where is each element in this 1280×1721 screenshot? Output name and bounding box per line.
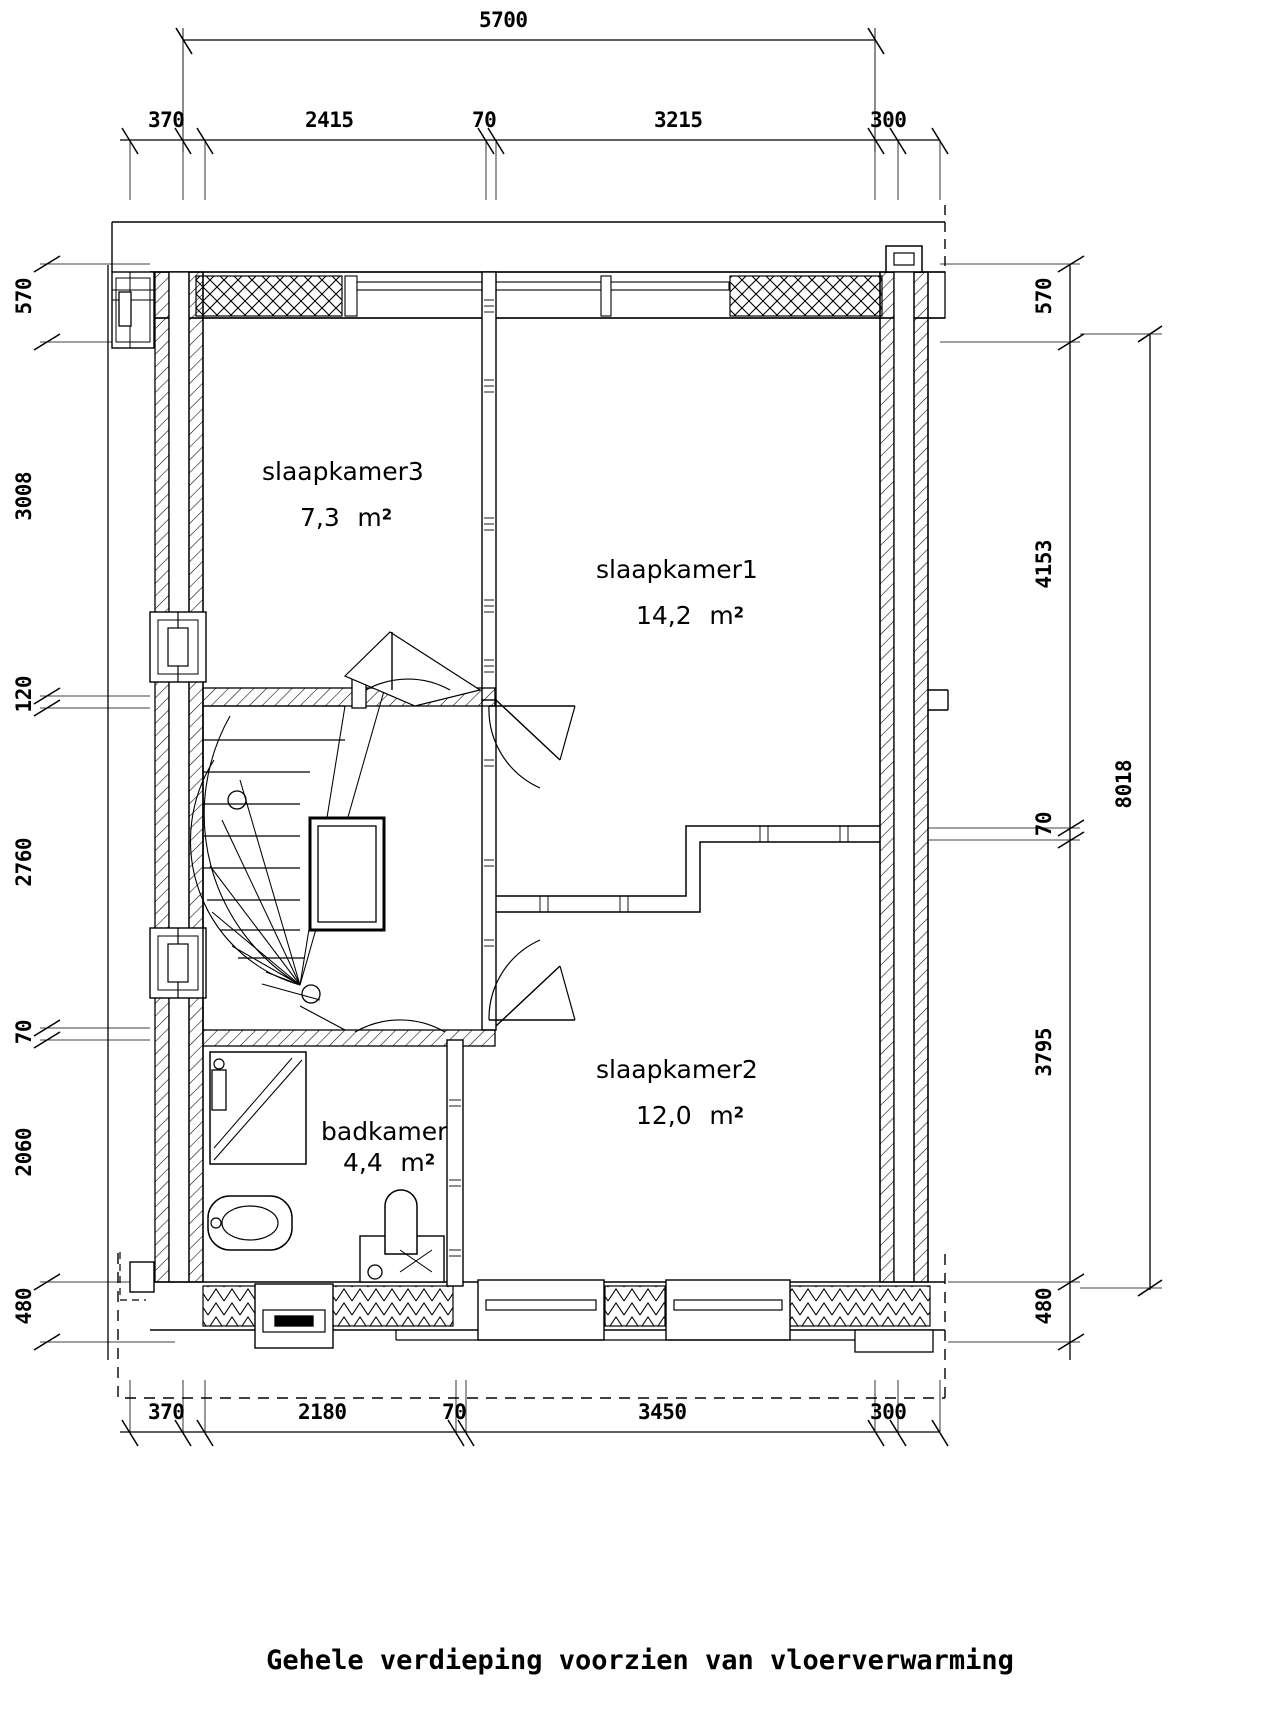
dimension-top-1: 370 [148,108,185,132]
area-exp-slaapkamer1: 2 [733,603,745,622]
room-area-slaapkamer3: 7,3 m2 [300,503,392,532]
plan-caption: Gehele verdieping voorzien van vloerverw… [266,1645,1014,1676]
room-label-badkamer: badkamer [321,1117,448,1146]
dimension-right-4: 3795 [1032,1028,1056,1077]
area-value-slaapkamer1: 14,2 [636,601,692,630]
dimension-right-2: 4153 [1032,540,1056,589]
dimension-bottom-4: 3450 [638,1400,687,1424]
dimension-left-4: 2760 [12,838,36,887]
dimension-top-2: 2415 [305,108,354,132]
dimension-bottom-3: 70 [442,1400,467,1424]
dimension-top-3: 70 [472,108,497,132]
room-label-slaapkamer1: slaapkamer1 [596,555,758,584]
dimension-left-7: 480 [12,1288,36,1325]
room-area-slaapkamer2: 12,0 m2 [636,1101,744,1130]
dimension-bottom-5: 300 [870,1400,907,1424]
dimension-top-overall: 5700 [479,8,528,32]
dimension-right-5: 480 [1032,1288,1056,1325]
room-label-slaapkamer3: slaapkamer3 [262,457,424,486]
dimension-left-5: 70 [12,1020,36,1045]
dimension-top-4: 3215 [654,108,703,132]
dimension-bottom-2: 2180 [298,1400,347,1424]
area-value-badkamer: 4,4 [343,1148,383,1177]
area-unit-badkamer: m [400,1148,425,1177]
area-exp-slaapkamer3: 2 [381,505,393,524]
area-unit-slaapkamer2: m [709,1101,734,1130]
dimension-left-1: 570 [12,278,36,315]
area-unit-slaapkamer1: m [709,601,734,630]
dimension-left-6: 2060 [12,1128,36,1177]
room-area-slaapkamer1: 14,2 m2 [636,601,744,630]
dimension-right-1: 570 [1032,278,1056,315]
area-exp-slaapkamer2: 2 [733,1103,745,1122]
dimension-bottom-1: 370 [148,1400,185,1424]
area-value-slaapkamer2: 12,0 [636,1101,692,1130]
room-label-slaapkamer2: slaapkamer2 [596,1055,758,1084]
dimension-left-2: 3008 [12,472,36,521]
area-value-slaapkamer3: 7,3 [300,503,340,532]
dimension-right-overall: 8018 [1112,760,1136,809]
dimension-top-5: 300 [870,108,907,132]
dimension-left-3: 120 [12,676,36,713]
area-unit-slaapkamer3: m [357,503,382,532]
room-area-badkamer: 4,4 m2 [343,1148,435,1177]
dimension-right-3: 70 [1032,812,1056,837]
area-exp-badkamer: 2 [424,1150,436,1169]
